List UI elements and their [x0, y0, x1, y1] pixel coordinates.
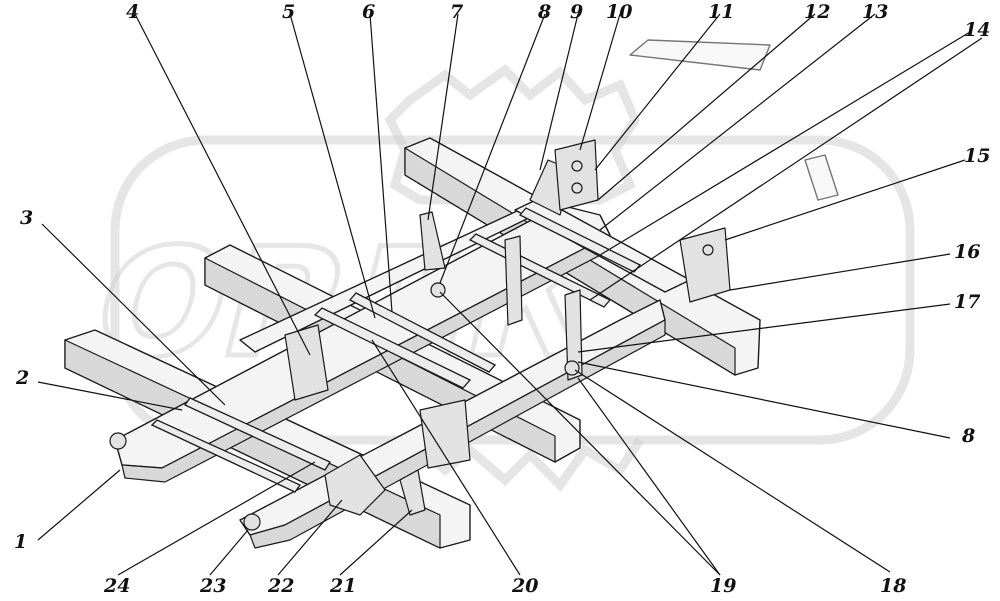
- leader-24: [117, 461, 316, 576]
- leader-20: [371, 339, 521, 576]
- callout-15: 15: [964, 145, 990, 167]
- callout-11: 11: [708, 1, 734, 23]
- leader-16: [729, 253, 951, 291]
- hole-10a: [571, 160, 583, 172]
- tube-rear-2: [518, 207, 642, 273]
- callout-6: 6: [362, 1, 375, 23]
- leader-lines: [37, 13, 983, 576]
- ghost-bar-1: [629, 39, 771, 71]
- callout-7: 7: [450, 1, 463, 23]
- callout-17: 17: [954, 291, 980, 313]
- leader-2: [37, 381, 183, 411]
- bracket-right: [419, 399, 471, 469]
- bracket-4: [284, 324, 329, 401]
- callout-18: 18: [880, 575, 906, 597]
- leader-19a: [439, 291, 721, 576]
- leader-7: [427, 13, 459, 221]
- leader-22: [277, 499, 343, 576]
- callout-1: 1: [14, 531, 27, 553]
- callout-16: 16: [954, 241, 980, 263]
- callout-21: 21: [329, 575, 356, 597]
- leader-13: [599, 13, 876, 231]
- callout-9: 9: [570, 1, 583, 23]
- leader-4: [134, 13, 311, 356]
- callout-8-top: 8: [537, 1, 551, 23]
- callout-19: 19: [710, 575, 736, 597]
- hole-10b: [571, 182, 583, 194]
- callout-4: 4: [126, 1, 139, 23]
- eye-23: [243, 513, 261, 531]
- callout-24: 24: [103, 575, 130, 597]
- leader-1: [37, 469, 121, 541]
- leader-8b: [577, 361, 951, 439]
- tube-left-rear: [184, 397, 331, 471]
- leader-9: [539, 13, 579, 171]
- hook-21: [399, 469, 426, 516]
- leader-3: [41, 223, 226, 406]
- callout-14: 14: [964, 19, 990, 41]
- callout-20: 20: [511, 575, 538, 597]
- leader-19b: [577, 377, 721, 576]
- callout-2: 2: [15, 367, 29, 389]
- post-center: [504, 235, 523, 326]
- plate-10: [554, 139, 599, 211]
- callout-13: 13: [862, 1, 888, 23]
- ghost-bar-2: [804, 154, 839, 201]
- bolt-18: [564, 360, 580, 376]
- leader-15: [724, 159, 966, 241]
- leader-21: [339, 509, 413, 576]
- ghost-bars: [629, 39, 839, 201]
- leader-11: [594, 13, 721, 171]
- leader-18: [574, 369, 891, 573]
- callout-23: 23: [199, 575, 226, 597]
- tube-center: [313, 307, 472, 389]
- leader-17: [577, 303, 951, 353]
- callout-8-right: 8: [961, 425, 975, 447]
- callout-10: 10: [606, 1, 632, 23]
- leader-6: [369, 13, 393, 313]
- tube-center-2: [348, 292, 497, 373]
- bracket-7: [419, 211, 446, 271]
- eye-1: [109, 432, 127, 450]
- callout-5: 5: [282, 1, 295, 23]
- callout-3: 3: [20, 207, 33, 229]
- leader-14b: [589, 37, 983, 301]
- leader-8a: [439, 13, 546, 284]
- tube-left-front: [150, 419, 301, 493]
- leader-14a: [599, 31, 971, 256]
- leader-10: [579, 13, 621, 151]
- hole-15: [702, 244, 714, 256]
- coupling-22: [324, 454, 386, 516]
- callout-22: 22: [267, 575, 294, 597]
- leader-5: [289, 13, 376, 319]
- callout-12: 12: [804, 1, 830, 23]
- callout-labels: 1 2 3 4 5 6 7 8 9 10 11 12 13 14 15 16 1…: [14, 1, 990, 597]
- leader-23: [209, 529, 249, 576]
- leader-12: [597, 13, 816, 201]
